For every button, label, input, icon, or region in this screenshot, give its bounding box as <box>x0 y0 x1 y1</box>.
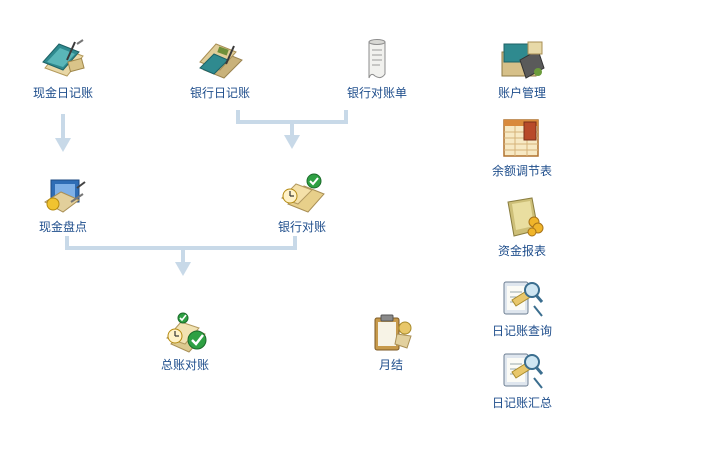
balance-adjustment-table-icon <box>503 119 539 157</box>
fund-report-button[interactable]: 资金报表 <box>467 196 577 258</box>
cash-count-icon <box>44 179 86 213</box>
cash-journal-label: 现金日记账 <box>32 86 93 100</box>
ledger-reconcile-label: 总账对账 <box>160 358 209 372</box>
account-management-label: 账户管理 <box>497 86 546 100</box>
bank-reconcile-label: 银行对账 <box>277 220 326 234</box>
cash-count-button[interactable]: 现金盘点 <box>8 172 118 234</box>
bank-reconcile-button[interactable]: 银行对账 <box>247 172 357 234</box>
arrow-cash-journal-to-count <box>55 138 71 152</box>
arrow-bank-to-reconcile <box>284 135 300 149</box>
cash-journal-icon <box>42 39 85 77</box>
journal-summary-button[interactable]: 日记账汇总 <box>467 348 577 410</box>
bank-statement-label: 银行对账单 <box>346 86 407 100</box>
journal-query-button[interactable]: 日记账查询 <box>467 276 577 338</box>
bank-journal-label: 银行日记账 <box>189 86 250 100</box>
cash-count-label: 现金盘点 <box>38 220 87 234</box>
bank-statement-scroll-icon <box>368 39 386 79</box>
cash-journal-button[interactable]: 现金日记账 <box>8 38 118 100</box>
fund-report-label: 资金报表 <box>497 244 546 258</box>
account-management-icon <box>501 41 545 79</box>
fund-report-icon <box>507 197 544 237</box>
ledger-reconcile-button[interactable]: 总账对账 <box>130 310 240 372</box>
arrow-to-ledger-reconcile <box>175 262 191 276</box>
month-end-label: 月结 <box>378 358 403 372</box>
journal-query-label: 日记账查询 <box>491 324 552 338</box>
journal-summary-magnifier-icon <box>503 353 544 389</box>
journal-summary-label: 日记账汇总 <box>491 396 552 410</box>
bank-journal-icon <box>199 43 243 79</box>
bank-statement-button[interactable]: 银行对账单 <box>322 38 432 100</box>
ledger-reconcile-icon <box>166 312 207 353</box>
balance-adjustment-button[interactable]: 余额调节表 <box>467 116 577 178</box>
balance-adjustment-label: 余额调节表 <box>491 164 552 178</box>
month-end-clipboard-icon <box>374 314 412 351</box>
bank-journal-button[interactable]: 银行日记账 <box>165 38 275 100</box>
month-end-button[interactable]: 月结 <box>336 310 446 372</box>
account-management-button[interactable]: 账户管理 <box>467 38 577 100</box>
bank-reconcile-icon <box>281 173 325 213</box>
journal-query-magnifier-icon <box>503 281 544 317</box>
